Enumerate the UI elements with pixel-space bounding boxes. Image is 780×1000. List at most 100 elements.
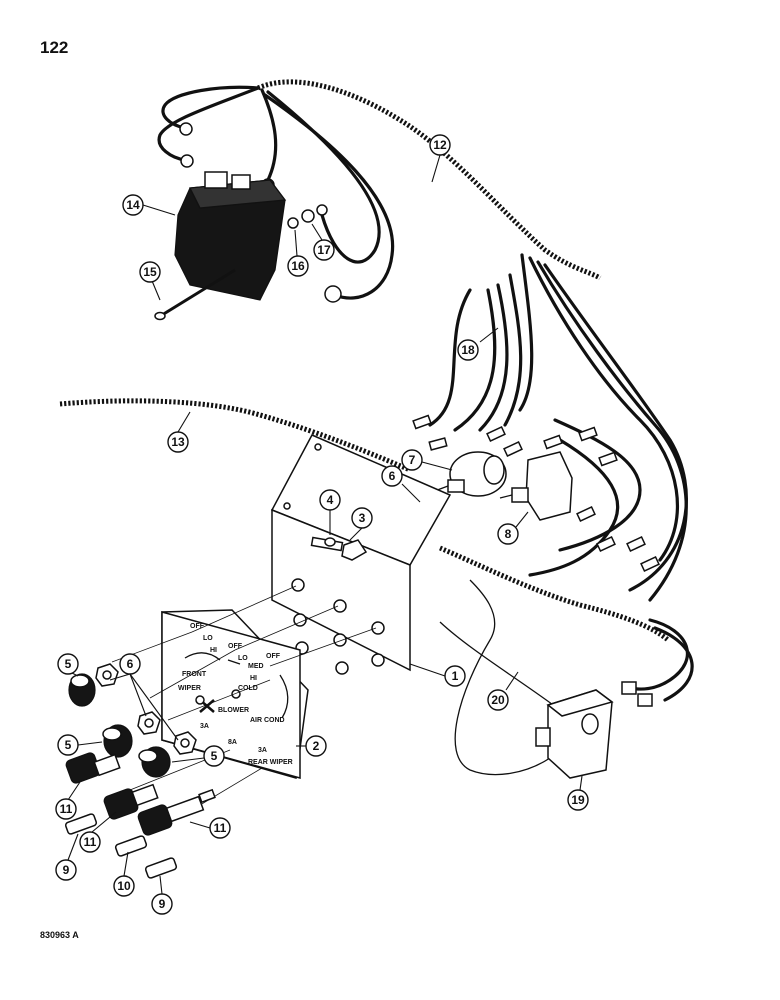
svg-text:5: 5 xyxy=(65,738,72,752)
callout-6-lower: 6 xyxy=(109,653,179,741)
svg-text:18: 18 xyxy=(461,343,475,357)
hex-nuts-panel xyxy=(95,663,197,755)
panel-label-off-1: OFF xyxy=(190,623,205,630)
callout-16: 16 xyxy=(287,229,309,277)
callout-11-a: 11 xyxy=(55,781,81,820)
callout-5-a: 5 xyxy=(57,653,79,677)
callout-6-upper: 6 xyxy=(381,465,421,503)
callout-9-b: 9 xyxy=(151,875,173,915)
flat-washer xyxy=(324,537,336,547)
wire-bundle-4 xyxy=(453,288,497,432)
wire-bundle-1 xyxy=(518,253,534,412)
fuse-2 xyxy=(114,835,148,857)
svg-text:11: 11 xyxy=(214,821,227,835)
panel-label-hi-1: HI xyxy=(210,647,217,654)
panel-label-3a-2: 3A xyxy=(258,747,267,754)
svg-text:10: 10 xyxy=(117,879,131,893)
fuse-holder-1 xyxy=(65,752,121,784)
panel-label-off-2: OFF xyxy=(228,643,243,650)
selector-switch xyxy=(499,451,573,521)
panel-label-lo-2: LO xyxy=(238,655,248,662)
svg-text:7: 7 xyxy=(409,453,416,467)
svg-text:4: 4 xyxy=(327,493,334,507)
wire-bundle-8 xyxy=(428,288,472,427)
svg-text:19: 19 xyxy=(571,793,585,807)
callout-8: 8 xyxy=(497,511,529,545)
panel-label-med: MED xyxy=(248,663,264,670)
callout-3: 3 xyxy=(349,507,373,541)
ring-terminal-4 xyxy=(324,285,342,303)
svg-text:12: 12 xyxy=(433,138,447,152)
wire-bundle-2 xyxy=(503,273,523,427)
svg-text:16: 16 xyxy=(291,259,305,273)
relay-wire-c xyxy=(260,88,278,182)
ring-terminal-2 xyxy=(180,154,194,168)
callout-5-c: 5 xyxy=(171,745,225,767)
callout-10: 10 xyxy=(113,851,135,897)
svg-text:11: 11 xyxy=(60,802,73,816)
wire-bundle-3 xyxy=(478,283,509,432)
wire-bundle-6 xyxy=(536,260,688,602)
wire-bundle-10 xyxy=(528,438,620,577)
panel-label-rear-wiper: REAR WIPER xyxy=(248,759,293,766)
knob-2 xyxy=(102,724,133,758)
svg-text:5: 5 xyxy=(65,657,72,671)
wire-bundle-7 xyxy=(543,263,688,592)
callout-4: 4 xyxy=(319,489,341,535)
screw-head xyxy=(154,311,166,321)
panel-label-wiper: WIPER xyxy=(178,685,201,692)
svg-text:9: 9 xyxy=(63,863,70,877)
panel-label-front: FRONT xyxy=(182,671,207,678)
knob-3 xyxy=(138,746,171,778)
callout-13: 13 xyxy=(167,411,191,453)
callout-15: 15 xyxy=(139,261,161,301)
ring-terminal-1 xyxy=(179,122,193,136)
ring-terminal-5 xyxy=(316,204,328,216)
callout-5-b: 5 xyxy=(57,734,103,756)
wire-bundle-11 xyxy=(628,618,689,691)
fuse-holder-3 xyxy=(137,788,216,836)
thermostat xyxy=(535,689,614,779)
callout-19: 19 xyxy=(567,775,589,811)
callout-11-c: 11 xyxy=(189,817,231,839)
callout-11-b: 11 xyxy=(79,811,117,853)
figure-code: 830963 A xyxy=(40,930,79,940)
svg-text:6: 6 xyxy=(389,469,396,483)
svg-text:5: 5 xyxy=(211,749,218,763)
svg-text:14: 14 xyxy=(126,198,140,212)
fuse-3 xyxy=(144,857,178,879)
fuse-1 xyxy=(64,813,98,835)
callout-14: 14 xyxy=(122,194,176,216)
svg-text:20: 20 xyxy=(491,693,505,707)
panel-label-hi-2: HI xyxy=(250,675,257,682)
relay-wire-a xyxy=(161,85,260,130)
svg-text:2: 2 xyxy=(313,739,320,753)
hex-nut xyxy=(301,209,315,223)
knob-1 xyxy=(68,673,96,707)
fuse-holder-2 xyxy=(103,783,159,820)
svg-text:8: 8 xyxy=(505,527,512,541)
callout-7: 7 xyxy=(401,449,453,471)
callout-20: 20 xyxy=(487,671,519,711)
coiled-harness-lower xyxy=(59,398,411,473)
coiled-harness-lower-2 xyxy=(439,545,670,642)
mounting-bracket xyxy=(270,434,452,675)
svg-text:9: 9 xyxy=(159,897,166,911)
callout-17: 17 xyxy=(311,223,335,261)
relay-wire-d xyxy=(263,93,395,300)
callout-1: 1 xyxy=(409,663,466,687)
relay-wire-e xyxy=(266,90,381,264)
callout-12: 12 xyxy=(429,134,451,183)
callout-2: 2 xyxy=(296,735,327,757)
mounting-screw xyxy=(161,268,236,317)
panel-label-8a: 8A xyxy=(228,739,237,746)
callout-18: 18 xyxy=(457,327,499,361)
svg-text:13: 13 xyxy=(171,435,185,449)
wire-bundle-5 xyxy=(528,256,680,562)
svg-text:1: 1 xyxy=(452,669,459,683)
panel-label-lo-1: LO xyxy=(203,635,213,642)
relay-box xyxy=(174,171,287,301)
panel-label-off-3: OFF xyxy=(266,653,281,660)
rotary-switch xyxy=(431,451,507,497)
